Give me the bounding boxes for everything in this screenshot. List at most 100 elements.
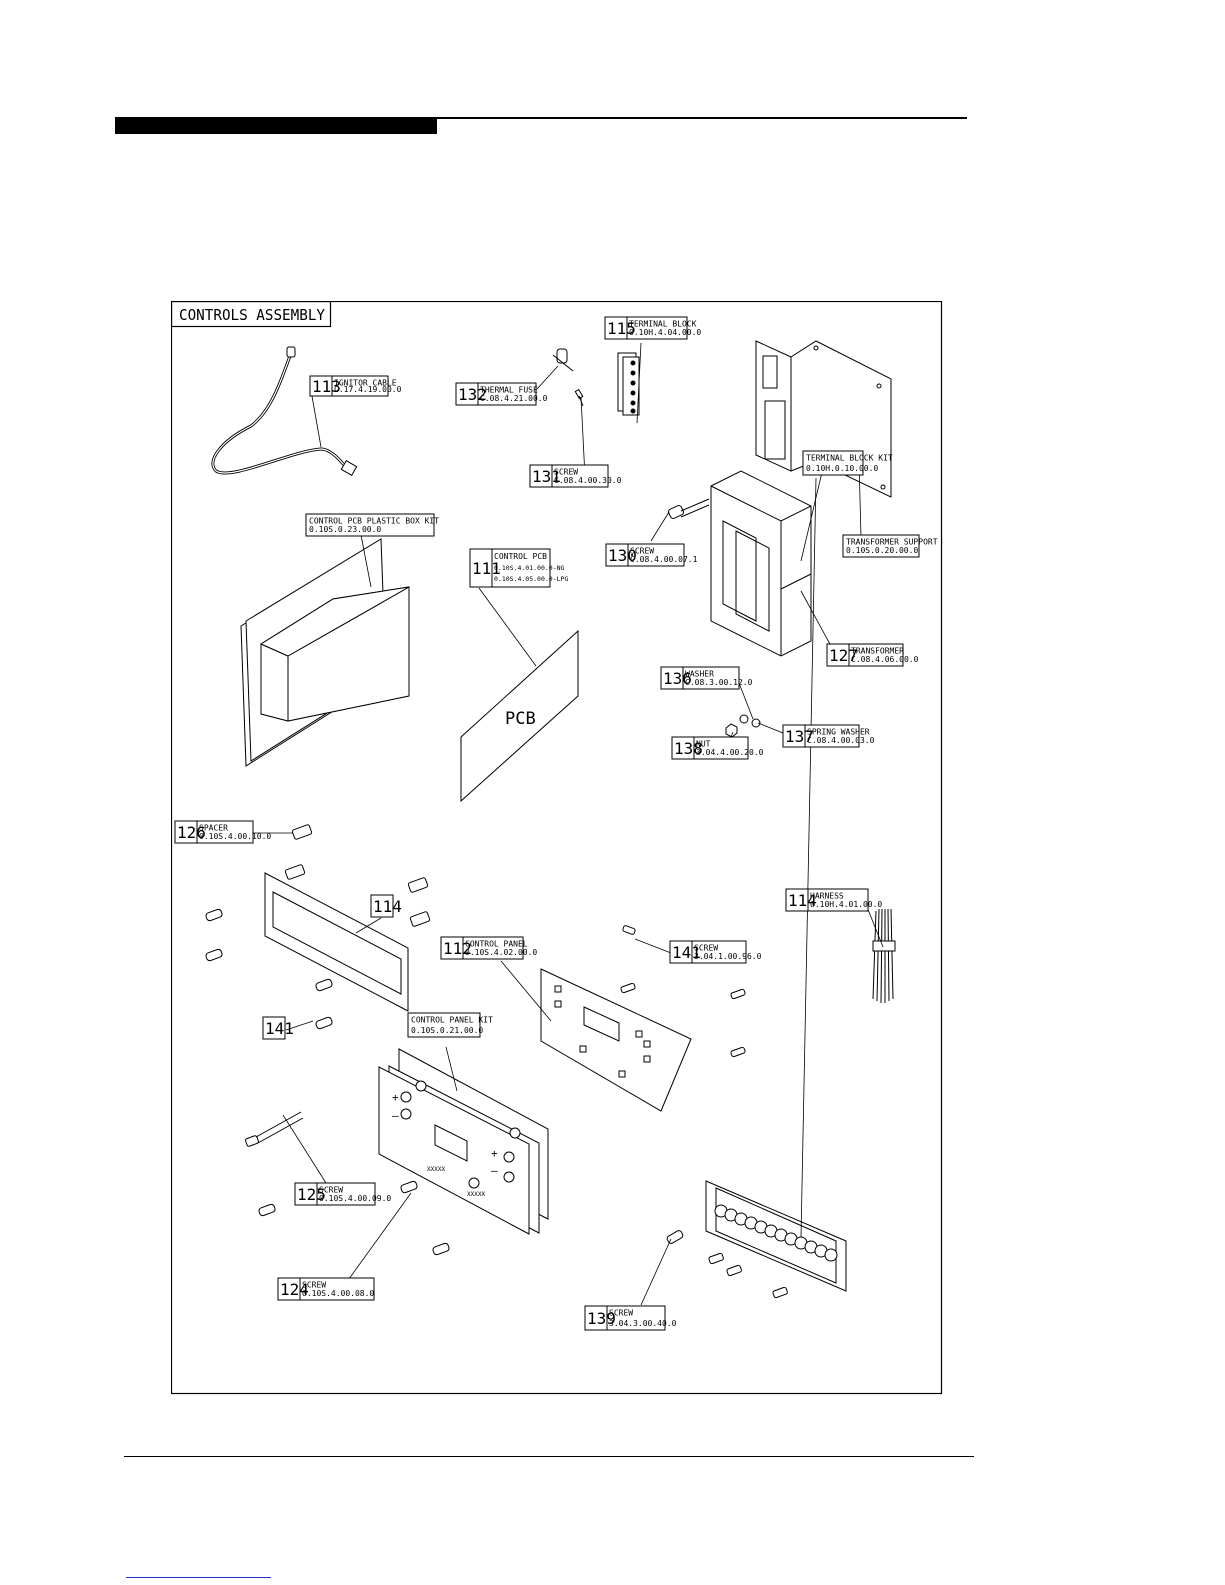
callout-code: 0.10H.0.10.00.0 [806,464,878,473]
callout-box [826,643,904,667]
callout-number: 115 [607,319,636,338]
screws-right-part [620,925,746,1058]
callout-code: C.08.4.00.07.1 [630,555,698,564]
callout-number: 124 [280,1280,309,1299]
screw-139-part [666,1230,788,1299]
terminal-block-kit-part [705,1180,847,1292]
callout-number: 127 [829,646,858,665]
transformer-support-bracket-part [755,340,892,498]
control-panel-board-part [540,968,692,1112]
screw-125-part [245,1111,304,1147]
callout-code-2: 0.10S.4.05.00.0-LPG [494,575,568,583]
callout-name: CONTROL PANEL [465,940,528,949]
callout-number: 111 [472,559,501,578]
callout-box [370,894,394,918]
control-pcb-part: PCB [460,629,579,803]
callout-name: SCREW [694,944,718,953]
callout-box [605,543,685,567]
callout-box [671,736,749,760]
callout-number: 131 [532,467,561,486]
callout-box [407,1012,481,1038]
callout-number: 126 [177,823,206,842]
callout-code: 0.10H.4.04.00.0 [629,328,701,337]
header-bar [115,117,437,134]
callout-code: 0.10S.4.00.08.0 [302,1289,374,1298]
callout-box [802,450,864,476]
callout-name: SCREW [319,1186,343,1195]
panel-marking-2: XXXXX [467,1191,485,1198]
display-bezel-part [264,872,409,1012]
callout-box [469,548,551,588]
screw-131-part [574,388,584,407]
callout-code: 0.10S.4.01.00.0-NG [494,564,565,572]
callout-code: 0.10S.4.00.10.0 [199,832,271,841]
footer-link-underline [126,1577,271,1578]
callout-box [440,936,524,960]
callout-code: C.08.4.06.00.0 [851,655,919,664]
callout-box [660,666,740,690]
callout-name: WASHER [685,670,714,679]
callout-code: 0.10H.4.01.00.0 [810,900,882,909]
callout-code: 0.10S.0.20.00.0 [846,546,918,555]
callout-number: 141 [672,943,701,962]
callout-code: 3.04.3.00.40.0 [609,1319,677,1328]
transformer-part [710,470,812,657]
callout-box [669,940,747,964]
callout-code: 0.10S.0.21.00.0 [411,1026,483,1035]
callout-box [529,464,609,488]
callout-code: 0.10S.0.23.00.0 [309,525,381,534]
callout-box [174,820,254,844]
callout-box [277,1277,375,1301]
callout-kit-4: CONTROL PCB PLASTIC BOX KIT0.10S.0.23.00… [305,513,439,537]
callout-code: 0.10S.4.02.00.0 [465,948,537,957]
leader-lines [253,342,884,1306]
callout-number: 136 [663,669,692,688]
callout-number: 114 [788,891,817,910]
callout-box [785,888,869,912]
terminal-block-115-part [617,352,640,416]
callout-name: NUT [696,740,711,749]
callout-number: 125 [297,1185,326,1204]
harness-part [872,908,896,1004]
callout-number: 139 [587,1309,616,1328]
callout-name: TRANSFORMER [851,647,904,656]
footer-rule [124,1456,974,1457]
callout-number: 141 [265,1019,294,1038]
callout-name: SPACER [199,824,228,833]
title-box [171,301,332,328]
callout-box [309,375,389,397]
callout-name: TERMINAL BLOCK [629,320,697,329]
callout-code: C.08.4.00.30.0 [554,476,622,485]
callout-box [604,316,688,340]
callout-code: C.08.4.21.00.0 [480,394,548,403]
ignitor-cable-part [211,346,358,477]
callout-141-17: 141 [262,1016,294,1040]
callout-name: IGNITOR CABLE [334,379,397,388]
callout-number: 137 [785,727,814,746]
diagram-frame [171,301,943,1395]
panel-marking-1: XXXXX [427,1166,445,1173]
callout-name: SCREW [554,468,578,477]
callout-name: CONTROL PANEL KIT [411,1016,493,1025]
callout-code: 0.10S.4.00.09.0 [319,1194,391,1203]
callout-box [782,724,860,748]
callout-name: SPRING WASHER [807,728,870,737]
control-panel-kit-part: + – + – XXXXX XXXXX [378,1048,549,1235]
callout-name: CONTROL PCB PLASTIC BOX KIT [309,517,439,526]
screws-left-part [205,908,450,1256]
callout-code: 3.04.1.00.96.0 [694,952,762,961]
